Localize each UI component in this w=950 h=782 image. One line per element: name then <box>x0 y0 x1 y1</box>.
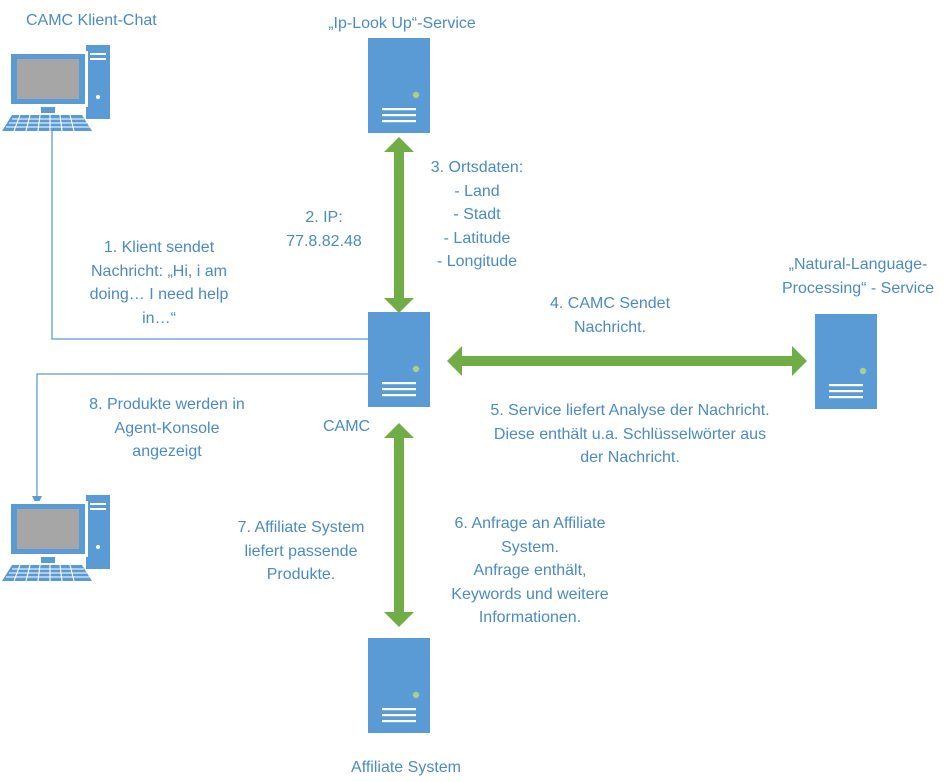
client-chat-label: CAMC Klient-Chat <box>26 12 157 29</box>
camc-affiliate-arrow-icon <box>384 423 414 627</box>
step-1-label: 1. Klient sendet Nachricht: „Hi, i am do… <box>89 239 229 327</box>
affiliate-label: Affiliate System <box>351 759 461 776</box>
ip-lookup-camc-arrow-icon <box>384 137 414 313</box>
step-4-label: 4. CAMC Sendet Nachricht. <box>549 295 671 336</box>
step-6-label: 6. Anfrage an Affiliate System. Anfrage … <box>451 515 609 626</box>
camc-label: CAMC <box>323 418 371 435</box>
camc-server-icon <box>368 312 430 407</box>
camc-to-agent-line <box>36 373 368 498</box>
nlp-label: „Natural-Language- Processing“ - Service <box>781 256 935 297</box>
ip-lookup-server-icon <box>368 38 430 133</box>
agent-computer-icon <box>1 494 111 582</box>
client-computer-icon <box>1 44 111 132</box>
affiliate-server-icon <box>368 638 430 733</box>
camc-nlp-arrow-icon <box>447 346 807 376</box>
step-5-label: 5. Service liefert Analyse der Nachricht… <box>490 402 770 466</box>
step-2-label: 2. IP: 77.8.82.48 <box>286 209 362 250</box>
ip-lookup-label: „Ip-Look Up“-Service <box>328 15 476 32</box>
step-8-label: 8. Produkte werden in Agent-Konsole ange… <box>89 396 245 460</box>
nlp-server-icon <box>815 314 877 409</box>
client-to-camc-line <box>51 131 368 340</box>
step-3-label: 3. Ortsdaten: - Land - Stadt - Latitude … <box>430 159 524 270</box>
step-7-label: 7. Affiliate System liefert passende Pro… <box>237 519 365 583</box>
